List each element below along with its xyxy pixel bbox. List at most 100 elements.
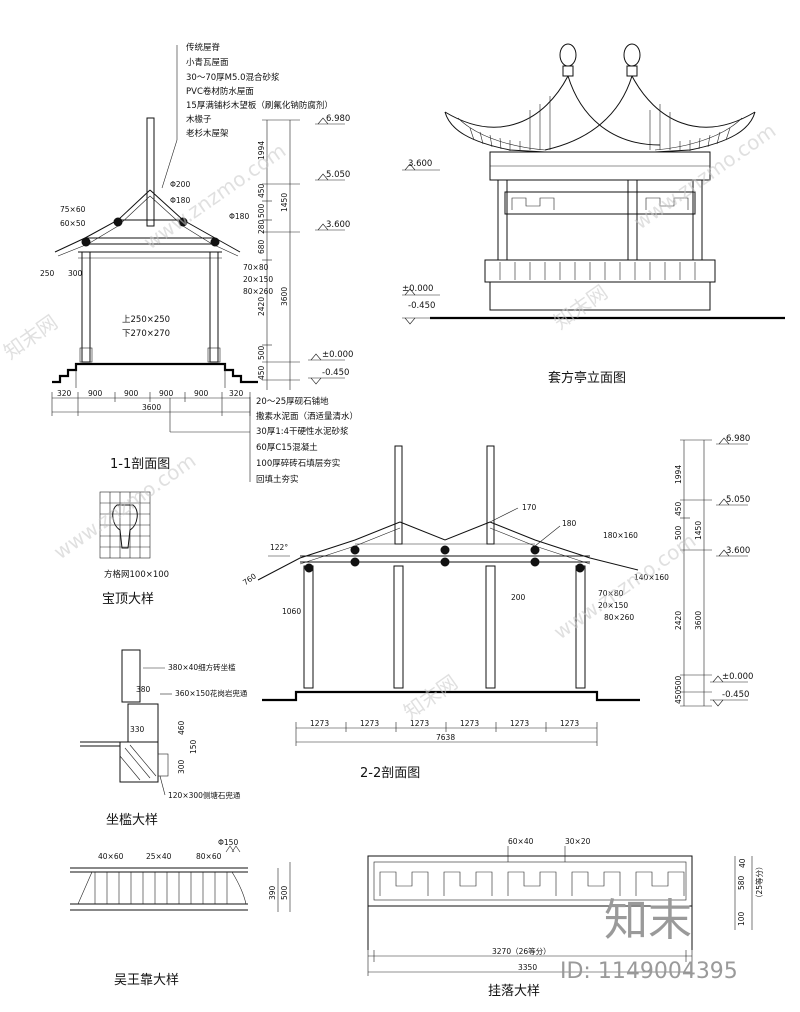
bench-detail: 380×40细方砖坐槛 360×150花岗岩兜通 120×300侧塘石兜通 38…	[80, 649, 248, 828]
elev-m0450: -0.450	[408, 301, 435, 311]
section-1-1: 传统屋脊 小青瓦屋面 30～70厚M5.0混合砂浆 PVC卷材防水屋面 15厚满…	[40, 42, 358, 485]
s2-v-1450: 1450	[694, 521, 703, 540]
s2-v-3600: 3600	[694, 611, 703, 630]
s2-elev-5050: 5.050	[726, 495, 750, 505]
lattice-dim-40: 40	[738, 858, 747, 868]
layer-5-label: 15厚满铺杉木望板（刷氟化钠防腐剂）	[186, 100, 333, 111]
column-top-size: 上250×250	[122, 315, 170, 325]
bench-dim-300: 300	[177, 759, 186, 774]
elevation-title: 套方亭立面图	[548, 370, 626, 386]
bench-dim-380: 380	[136, 685, 151, 694]
s1-v-2420: 2420	[257, 297, 266, 316]
s1-elev-0000: ±0.000	[322, 350, 353, 360]
watermark-brand-3: 知末网	[399, 670, 462, 724]
backrest-dim-80x60: 80×60	[196, 852, 222, 861]
s1-v-500-b: 500	[257, 345, 266, 360]
s2-dim-1060: 1060	[282, 607, 301, 616]
backrest-dim-500: 500	[280, 885, 289, 900]
backrest-detail-title: 吴王靠大样	[114, 973, 179, 988]
floor-layer-2: 撒素水泥面（洒适量清水）	[256, 411, 358, 422]
b1-320-a: 320	[57, 389, 72, 398]
column-bottom-size: 下270×270	[122, 329, 170, 339]
finial-detail-title: 宝顶大样	[102, 592, 154, 607]
s2-dim-200: 200	[511, 593, 526, 602]
s1-v-500: 500	[257, 203, 266, 218]
elev-0000: ±0.000	[402, 284, 433, 294]
s2-elev-0000: ±0.000	[722, 672, 753, 682]
s2-dim-180: 180	[562, 519, 577, 528]
watermark-brand-2: 知末网	[549, 280, 612, 334]
section-2-2-title: 2-2剖面图	[360, 766, 420, 781]
s2-elev-3600: 3.600	[726, 546, 750, 556]
s2-angle-122: 122°	[270, 543, 288, 552]
floor-layer-3: 30厚1:4干硬性水泥砂浆	[256, 426, 349, 437]
lattice-dim-30x20: 30×20	[565, 837, 591, 846]
b1-900-a: 900	[88, 389, 103, 398]
watermark-site-2: www.znzmo.com	[629, 118, 780, 234]
finial-grid-note: 方格网100×100	[104, 569, 169, 580]
layer-1-label: 传统屋脊	[186, 42, 221, 53]
watermark-id: ID: 1149004395	[560, 959, 738, 984]
lattice-dim-580: 580	[737, 875, 746, 890]
lattice-dim-3270: 3270（26等分）	[492, 946, 551, 956]
s2-v-500-b: 500	[674, 675, 683, 690]
floor-layer-4: 60厚C15混凝土	[256, 442, 318, 453]
s1-v-280: 280	[257, 219, 266, 234]
s1-v-1994: 1994	[257, 141, 266, 160]
dim-75x60: 75×60	[60, 205, 86, 214]
s1-elev-m0450: -0.450	[322, 368, 349, 378]
layer-4-label: PVC卷材防水屋面	[186, 86, 254, 97]
lattice-dim-100: 100	[737, 911, 746, 926]
section-1-1-title: 1-1剖面图	[110, 457, 170, 472]
s2-dim-140x160: 140×160	[634, 573, 669, 582]
floor-layer-1: 20～25厚砚石铺地	[256, 396, 329, 407]
lattice-dim-60x40: 60×40	[508, 837, 534, 846]
s2-dim-170: 170	[522, 503, 537, 512]
b1-320-b: 320	[229, 389, 244, 398]
s1-v-680: 680	[257, 239, 266, 254]
dim-60x50: 60×50	[60, 219, 86, 228]
watermark-logo: 知末	[604, 895, 692, 946]
dim-70x80: 70×80	[243, 263, 269, 272]
s2-v-500: 500	[674, 525, 683, 540]
s1-elev-3600: 3.600	[326, 220, 350, 230]
finial-detail: 方格网100×100 宝顶大样	[99, 491, 169, 607]
dim-250: 250	[40, 269, 55, 278]
s1-v-1450: 1450	[280, 193, 289, 212]
s2-b-1273-3: 1273	[410, 719, 429, 728]
dim-phi180-a: Φ180	[170, 196, 190, 205]
section-2-2: 122° 170 180 180×160 140×160 200 70×80 2…	[241, 434, 753, 781]
s2-b-1273-2: 1273	[360, 719, 379, 728]
bench-dim-460: 460	[177, 720, 186, 735]
layer-2-label: 小青瓦屋面	[186, 57, 229, 68]
s2-dim-80x260: 80×260	[604, 613, 634, 622]
bench-note-2: 360×150花岗岩兜通	[175, 688, 248, 698]
s2-dim-760: 760	[241, 571, 258, 587]
elev-3600: 3.600	[408, 159, 432, 169]
backrest-phi150: Φ150	[218, 838, 238, 847]
bench-note-1: 380×40细方砖坐槛	[168, 662, 236, 672]
s2-elev-m0450: -0.450	[722, 690, 749, 700]
layer-7-label: 老杉木屋架	[186, 128, 229, 139]
lattice-detail-title: 挂落大样	[488, 984, 540, 999]
hanging-lattice-detail: 60×40 30×20 3270（26等分） 3350 40 580 （25等分…	[367, 837, 764, 999]
watermark-site-1: www.znzmo.com	[139, 138, 290, 254]
dim-phi200: Φ200	[170, 180, 190, 189]
pavilion-elevation: 3.600 ±0.000 -0.450 套方亭立面图	[402, 43, 785, 386]
s2-dim-70x80: 70×80	[598, 589, 624, 598]
lattice-dim-25: （25等分）	[754, 862, 764, 902]
dim-20x150: 20×150	[243, 275, 273, 284]
floor-layer-5: 100厚碎砖石填层夯实	[256, 458, 340, 469]
s2-b-1273-4: 1273	[460, 719, 479, 728]
s2-dim-20x150: 20×150	[598, 601, 628, 610]
backrest-dim-390: 390	[268, 885, 277, 900]
bench-note-3: 120×300侧塘石兜通	[168, 790, 241, 800]
b1-3600: 3600	[142, 403, 161, 412]
s2-b-1273-1: 1273	[310, 719, 329, 728]
watermark-brand-1: 知末网	[0, 310, 62, 364]
b1-900-d: 900	[194, 389, 209, 398]
s1-elev-5050: 5.050	[326, 170, 350, 180]
s2-v-1994: 1994	[674, 465, 683, 484]
s2-v-2420: 2420	[674, 611, 683, 630]
